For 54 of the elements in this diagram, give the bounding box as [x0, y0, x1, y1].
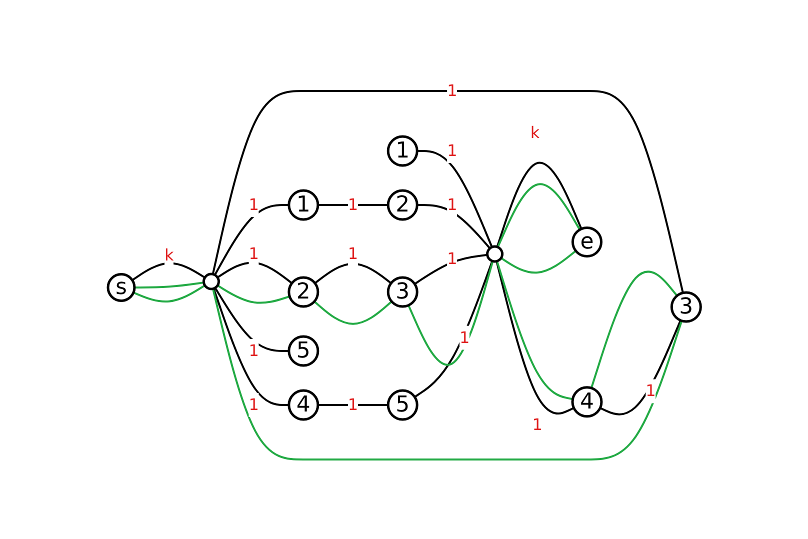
node-circle: 5: [386, 390, 418, 421]
edge-label: k: [530, 123, 540, 142]
edge-label: 1: [248, 341, 259, 360]
node-circle: 2: [386, 190, 418, 221]
edge-label: 1: [446, 141, 457, 160]
node-circle: e: [571, 226, 602, 258]
edge-label: 1: [446, 249, 457, 268]
connector: [318, 204, 388, 206]
connector: [216, 262, 292, 284]
node-circle: 4: [287, 390, 319, 421]
node-circle: 5: [287, 336, 319, 367]
edge-label: 1: [459, 328, 470, 348]
connector: [216, 284, 290, 304]
connector: [496, 183, 580, 248]
connector: [314, 262, 392, 284]
connector: [414, 260, 493, 398]
node-circle: 4: [570, 386, 602, 418]
connector: [212, 288, 289, 406]
edge-label: 1: [446, 195, 457, 214]
edge-label: 1: [532, 415, 542, 434]
edge-label: 1: [348, 195, 358, 214]
connector: [214, 204, 289, 276]
edge-label: 1: [348, 244, 358, 264]
node-circle: 3: [670, 292, 702, 323]
node-circle: [486, 246, 504, 263]
connector: [318, 404, 388, 406]
node-circle: 1: [287, 190, 319, 221]
connector: [313, 301, 392, 326]
node-circle: s: [106, 273, 136, 302]
node-circle: [202, 273, 220, 290]
connector: [212, 288, 682, 461]
node-circle: 3: [386, 276, 418, 308]
connector: [407, 261, 494, 366]
connector: [496, 162, 582, 248]
edge-label: 1: [248, 195, 259, 214]
edge-label: 1: [645, 381, 656, 400]
edge-label: k: [164, 246, 174, 265]
connector: [416, 150, 492, 248]
connector: [590, 271, 678, 389]
connector: [134, 282, 204, 289]
connector: [132, 284, 206, 303]
connector: [416, 204, 490, 250]
node-circle: 2: [287, 276, 319, 308]
edge-label: 1: [248, 244, 259, 264]
connector: [214, 288, 289, 352]
connector: [131, 262, 206, 282]
node-circle: 1: [386, 136, 418, 167]
edge-label: 1: [446, 81, 457, 100]
connector: [599, 320, 682, 416]
connector: [414, 254, 488, 286]
edge-label: 1: [348, 395, 358, 414]
connector: [500, 250, 576, 274]
connector: [212, 90, 684, 294]
edge-label: 1: [248, 395, 259, 414]
